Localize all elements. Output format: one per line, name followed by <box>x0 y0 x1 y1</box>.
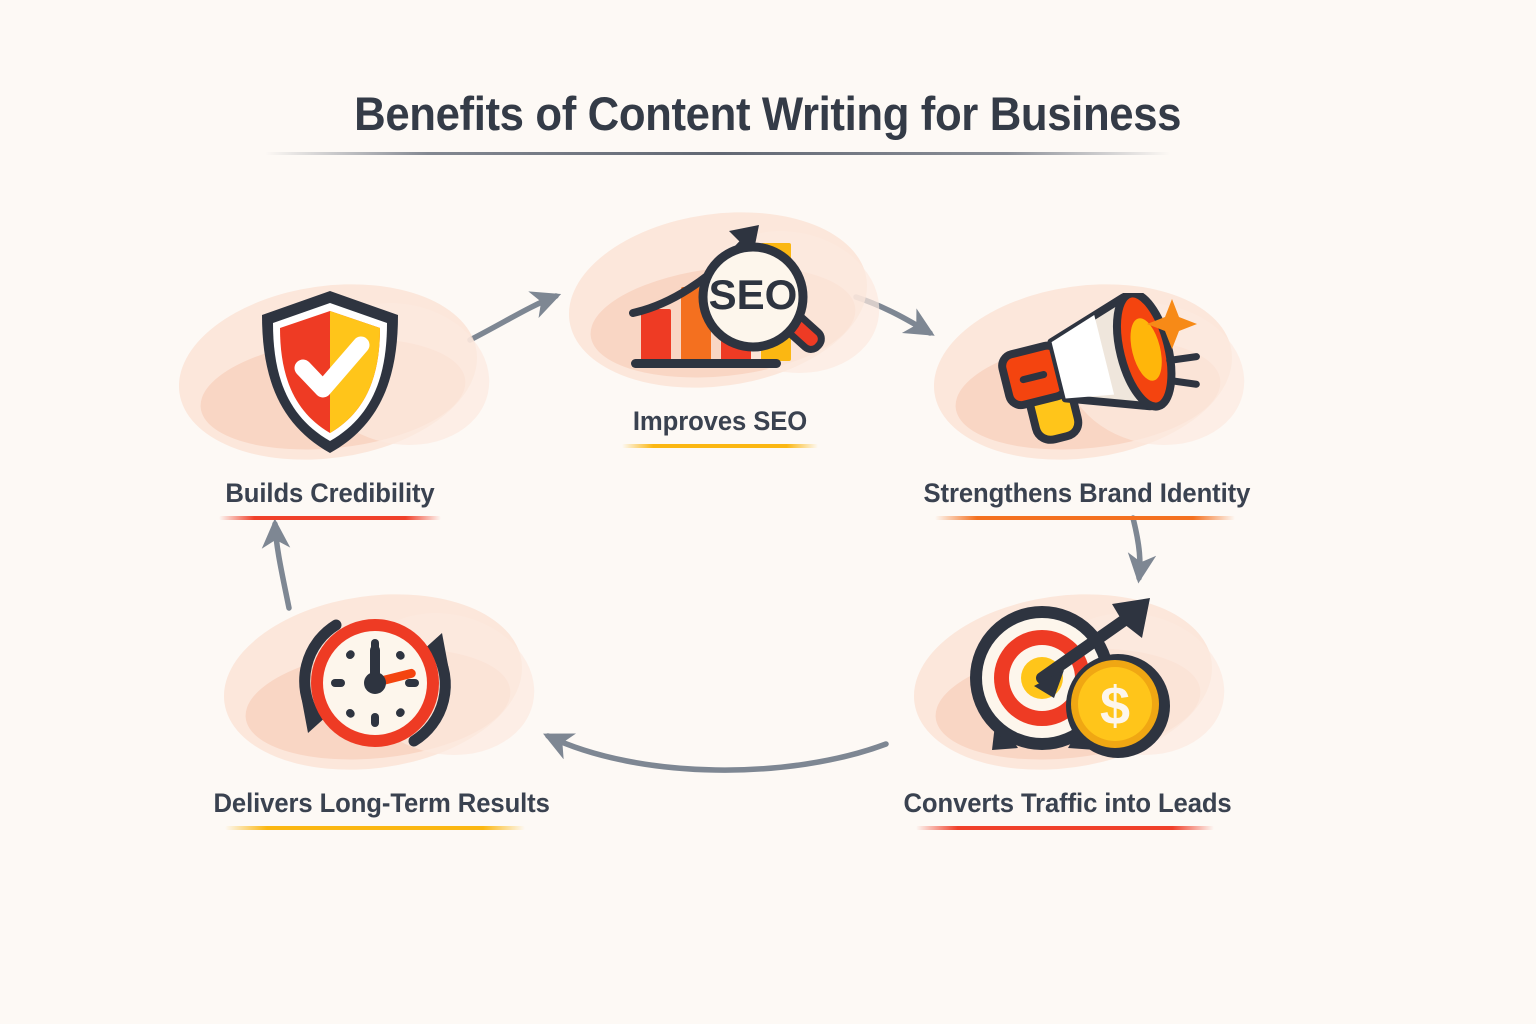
page-title: Benefits of Content Writing for Business <box>354 87 1182 140</box>
clock-cycle-icon <box>299 619 451 747</box>
node-strengthens-brand-identity[interactable]: Strengthens Brand Identity <box>915 265 1258 520</box>
node-icon-area: $ <box>895 575 1238 789</box>
node-icon-area <box>160 265 503 479</box>
node-label: Strengthens Brand Identity <box>923 478 1251 508</box>
node-label-underline <box>916 826 1214 830</box>
node-label-underline <box>225 826 525 830</box>
node-converts-traffic-into-leads[interactable]: $ Converts Traffic into Leads <box>895 575 1238 830</box>
node-icon-area: SEO <box>550 193 893 407</box>
seo-bar-chart-magnifier-icon: SEO <box>628 224 825 368</box>
target-arrow-coin-icon: $ <box>970 598 1170 758</box>
shield-check-icon <box>262 291 398 453</box>
node-label: Builds Credibility <box>225 478 435 508</box>
node-improves-seo[interactable]: SEO Improves SEO <box>550 193 893 448</box>
coin-currency-symbol: $ <box>1100 676 1130 736</box>
arrow-brand-to-leads <box>1127 515 1157 584</box>
title-underline <box>265 152 1170 155</box>
node-delivers-long-term-results[interactable]: Delivers Long-Term Results <box>205 575 550 830</box>
node-label-underline <box>219 516 441 520</box>
node-label-underline <box>935 516 1235 520</box>
node-label: Delivers Long-Term Results <box>213 788 550 818</box>
node-label-underline <box>622 444 818 448</box>
node-label: Improves SEO <box>632 406 808 436</box>
node-icon-area <box>205 575 548 789</box>
node-builds-credibility[interactable]: Builds Credibility <box>160 265 503 520</box>
node-icon-area <box>915 265 1258 479</box>
arrow-leads-to-longterm <box>543 733 889 773</box>
seo-lens-text: SEO <box>708 271 797 318</box>
node-label: Converts Traffic into Leads <box>903 788 1232 818</box>
page-title-block: Benefits of Content Writing for Business <box>0 88 1536 140</box>
megaphone-icon <box>998 293 1200 444</box>
